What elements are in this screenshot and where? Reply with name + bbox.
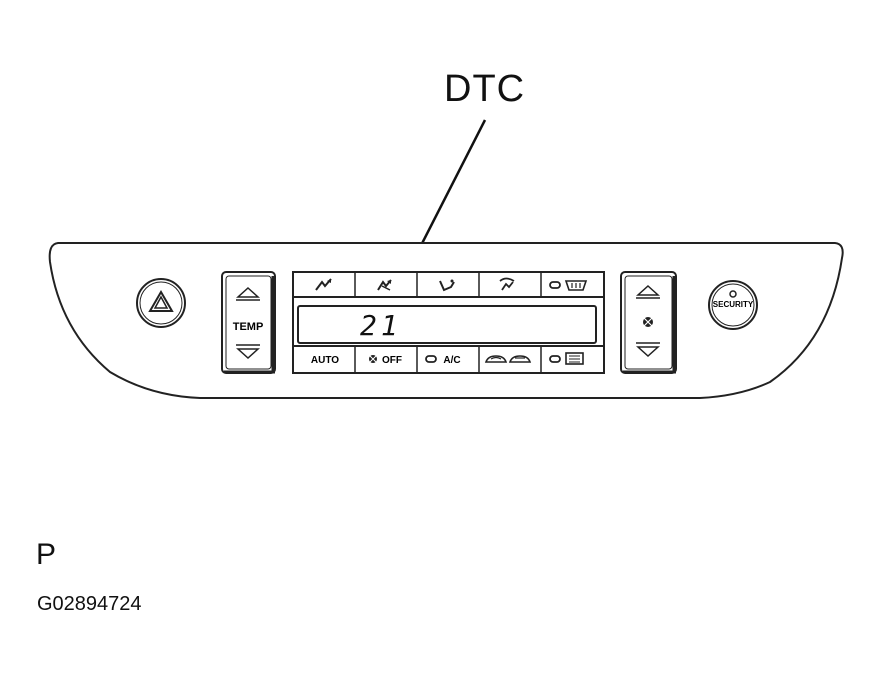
security-label: SECURITY bbox=[713, 300, 754, 309]
temp-rocker[interactable]: TEMP bbox=[221, 271, 276, 374]
foot-defrost-button[interactable] bbox=[480, 273, 540, 296]
indicator-lamp-icon bbox=[549, 281, 561, 289]
mode-button-row bbox=[293, 272, 604, 298]
foot-defrost-icon bbox=[499, 277, 515, 291]
front-defrost-button[interactable] bbox=[542, 273, 603, 296]
ac-label: A/C bbox=[443, 355, 460, 366]
rear-defrost-button[interactable] bbox=[542, 347, 603, 372]
dtc-readout: 21 bbox=[360, 309, 402, 342]
recirc-icon bbox=[484, 355, 532, 363]
figure-id: G02894724 bbox=[37, 593, 142, 615]
fan-speed-icon bbox=[642, 316, 654, 328]
bi-level-button[interactable] bbox=[356, 273, 416, 296]
fan-off-button[interactable]: OFF bbox=[356, 347, 416, 372]
dtc-callout-label: DTC bbox=[444, 68, 526, 110]
foot-icon bbox=[439, 279, 455, 292]
security-indicator-icon bbox=[729, 290, 737, 298]
face-vent-icon bbox=[315, 278, 332, 291]
auto-button[interactable]: AUTO bbox=[294, 347, 354, 372]
recirc-button[interactable] bbox=[480, 347, 540, 372]
function-button-row bbox=[293, 345, 604, 373]
hazard-button[interactable] bbox=[136, 278, 186, 328]
fan-icon bbox=[368, 354, 378, 364]
fan-up-icon bbox=[636, 284, 660, 299]
foot-button[interactable] bbox=[418, 273, 478, 296]
figure-letter: P bbox=[36, 538, 57, 571]
rear-defrost-icon bbox=[565, 352, 584, 365]
temp-label: TEMP bbox=[233, 321, 264, 333]
temp-down-icon bbox=[236, 344, 260, 360]
lcd-display bbox=[297, 305, 597, 344]
front-defrost-icon bbox=[564, 280, 588, 291]
fan-down-icon bbox=[636, 342, 660, 358]
ac-button[interactable]: A/C bbox=[418, 347, 478, 372]
fan-speed-rocker[interactable] bbox=[620, 271, 677, 374]
ac-indicator-icon bbox=[425, 355, 437, 363]
bi-level-icon bbox=[377, 279, 392, 291]
temp-up-icon bbox=[236, 286, 260, 301]
security-button[interactable]: SECURITY bbox=[708, 280, 758, 330]
auto-label: AUTO bbox=[311, 355, 339, 366]
off-label: OFF bbox=[382, 355, 402, 366]
face-vent-button[interactable] bbox=[294, 273, 354, 296]
rear-defrost-indicator-icon bbox=[549, 355, 561, 363]
hazard-icon bbox=[148, 290, 174, 312]
